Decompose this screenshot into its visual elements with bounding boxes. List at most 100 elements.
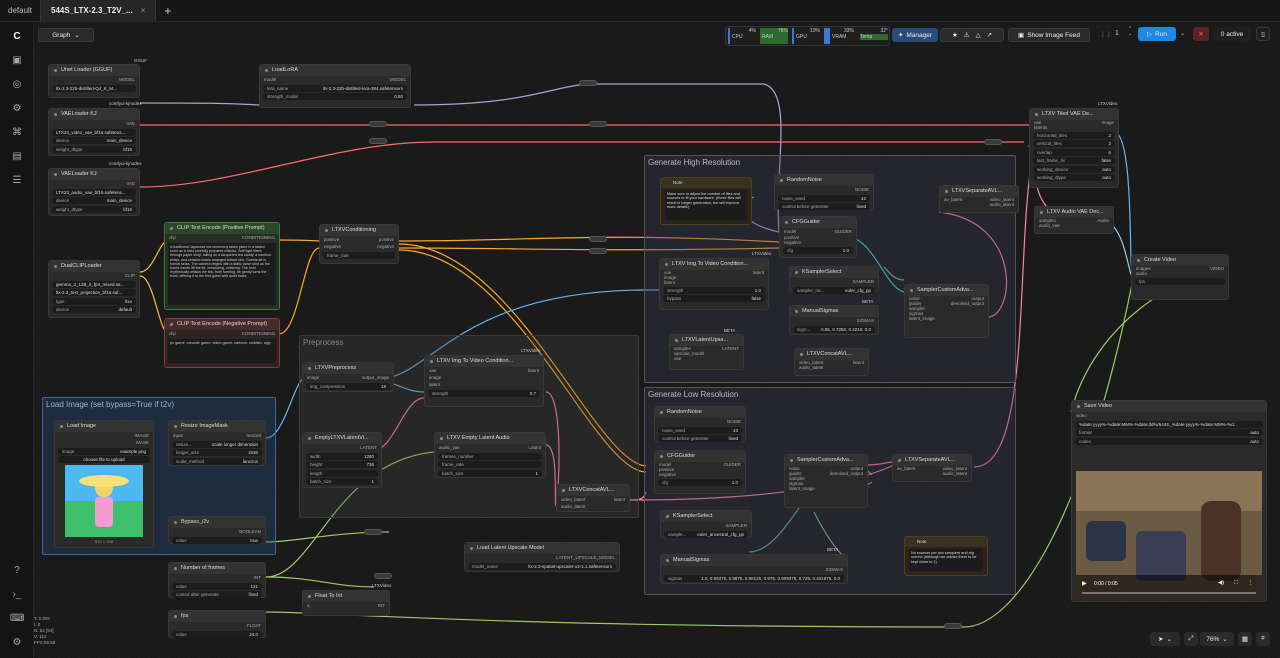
comfy-logo-icon[interactable]: C [13,31,21,42]
minimap-icon[interactable]: ▦ [1238,632,1252,646]
queue-icon[interactable]: ☰ [12,175,22,186]
reroute[interactable] [369,138,387,144]
cancel-button[interactable]: ✕ [1193,27,1209,41]
run-options-chevron-icon[interactable]: ⌄ [1180,31,1186,37]
node-ksampler-select-high[interactable]: KSamplerSelect SAMPLER sampler_na...eule… [789,266,879,294]
node-vae-loader-video[interactable]: VAELoader KJ VAE LTX23_video_vae_bf16.sa… [48,108,140,156]
note-text[interactable]: Make sure to adjust the number of files … [665,190,747,220]
graph-menu-button[interactable]: Graph⌄ [38,28,94,42]
warning-icon[interactable]: ⚠ [963,32,970,39]
node-vae-loader-audio[interactable]: VAELoader KJ VAE LTX23_audio_vae_bf16.sa… [48,168,140,216]
node-manual-sigmas-high[interactable]: ManualSigmas SIGMAS sigm...0.85, 0.7250,… [789,305,879,335]
fullscreen-icon[interactable]: ⛶ [1234,580,1238,586]
panel-toggle-icon[interactable]: ▯ [1256,27,1270,41]
clip-name1-widget[interactable]: gemma_3_12B_it_fp4_mixed.sa... [52,280,136,288]
length-widget[interactable]: length [306,469,378,477]
select-tool-button[interactable]: ➤⌄ [1150,632,1180,646]
filename-prefix-widget[interactable]: %date:yyyy%-%date:MM%-%date:dd%/544S_%da… [1075,420,1263,428]
negative-prompt-textarea[interactable]: pc game, console game, video game, carto… [168,339,276,363]
positive-prompt-textarea[interactable]: A traditional Japanese tea ceremony take… [168,243,276,305]
workspace-label[interactable]: default [8,6,33,15]
node-unet-loader[interactable]: Unet Loader (GGUF) MODEL ltx-2.3-22b-dis… [48,64,140,98]
node-ksampler-select-low[interactable]: KSamplerSelect SAMPLER sample...euler_an… [660,510,752,538]
terminal-icon[interactable]: ›_ [12,589,22,600]
frame-rate-widget[interactable]: frame_rate [323,251,395,259]
link-visibility-icon[interactable]: ⌗ [1256,632,1270,646]
drag-handle-icon[interactable]: ⋮⋮ [1100,32,1112,38]
workflow-tab[interactable]: 544S_LTX-2.3_T2V_...× [40,0,157,22]
reroute[interactable] [579,80,597,86]
settings-icon[interactable]: ⚙ [12,637,22,648]
volume-icon[interactable]: ◀) [1218,580,1225,586]
queue-status[interactable]: 0 active [1213,27,1251,41]
clip-name2-widget[interactable]: ltx-2.3_text_projection_bf16.saf... [52,289,136,296]
node-dual-clip-loader[interactable]: DualCLIPLoader CLIP gemma_3_12B_it_fp4_m… [48,260,140,318]
video-preview[interactable]: ▶ 0:00 / 0:05 ◀) ⛶ ⋮ [1076,471,1262,599]
reroute[interactable] [984,139,1002,145]
resize-type-widget[interactable]: resize...scale longer dimension [172,440,262,448]
run-button[interactable]: ▷Run [1138,27,1176,41]
graph-canvas[interactable]: Generate High Resolution Generate Low Re… [34,22,1280,658]
run-count-stepper[interactable]: ⌃⌄ [1128,26,1133,37]
reroute[interactable] [369,121,387,127]
new-tab-button[interactable]: + [164,3,172,18]
note-text[interactable]: No sources per two samplers and cfg corr… [909,549,983,571]
node-library-icon[interactable]: ⚙ [12,103,22,114]
images-icon[interactable]: ▣ [12,55,22,66]
sigmas-widget[interactable]: sigm...0.85, 0.7250, 0.4219, 0.0 [793,325,875,333]
templates-icon[interactable]: ▤ [12,151,22,162]
share-icon[interactable]: ↗ [986,32,993,39]
unet-name-widget[interactable]: ltx-2.3-22b-distilled-Q4_K_M... [52,84,136,92]
help-icon[interactable]: ? [14,565,20,576]
